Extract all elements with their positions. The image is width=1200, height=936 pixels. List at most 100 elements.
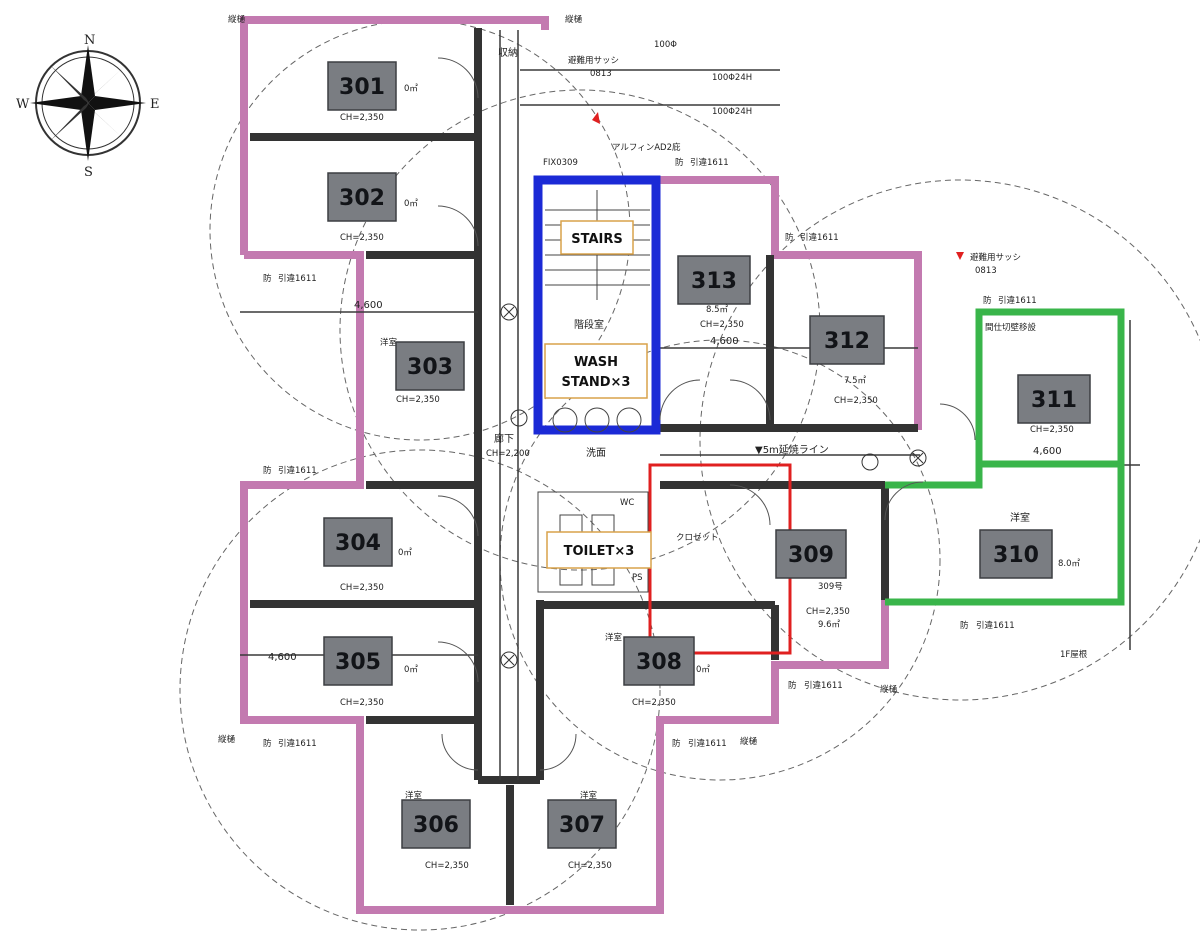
washroom-text: 洗面 bbox=[586, 447, 606, 459]
fixture-symbols bbox=[500, 112, 964, 669]
pull-door-4: 引違1611 bbox=[688, 738, 727, 749]
room-label-301: 301 bbox=[327, 61, 397, 111]
pipe-100-text: 100Φ bbox=[654, 40, 677, 50]
plan-annotations: 収納 階段室 廊下 CH=2,200 洗面 ▼5m延焼ライン 4,600 4,6… bbox=[218, 14, 1088, 801]
pull-door-5: 引違1611 bbox=[804, 680, 843, 691]
compass-north: N bbox=[84, 33, 95, 48]
ch-302: CH=2,350 bbox=[340, 233, 384, 243]
area-304: 0㎡ bbox=[398, 548, 412, 558]
pull-door-6: 引違1611 bbox=[976, 620, 1015, 631]
type-308: 洋室 bbox=[605, 632, 623, 643]
area-313: 8.5㎡ bbox=[706, 305, 729, 315]
pull-door-1: 引違1611 bbox=[278, 273, 317, 284]
toilet-note-text: TOILET×3 bbox=[564, 544, 635, 559]
wash-note-line1: WASH bbox=[574, 355, 618, 370]
ch-309: CH=2,350 bbox=[806, 607, 850, 617]
room-310-outline bbox=[885, 460, 1125, 606]
area-305: 0㎡ bbox=[404, 665, 418, 675]
pull-door-9: 引違1611 bbox=[690, 157, 729, 168]
ch-306: CH=2,350 bbox=[425, 861, 469, 871]
compass-east: E bbox=[150, 97, 160, 112]
wash-note-line2: STAND×3 bbox=[562, 375, 631, 390]
stairs-note: STAIRS bbox=[560, 220, 634, 255]
room-number-302: 302 bbox=[339, 186, 385, 211]
room-areas: 0㎡ CH=2,350 0㎡ CH=2,350 CH=2,350 0㎡ CH=2… bbox=[340, 84, 1081, 871]
room-number-304: 304 bbox=[335, 531, 381, 556]
room-number-313: 313 bbox=[691, 269, 737, 294]
room-number-307: 307 bbox=[559, 813, 605, 838]
ch-307: CH=2,350 bbox=[568, 861, 612, 871]
escape-sash-text-2: 避難用サッシ bbox=[970, 252, 1021, 263]
room-number-312: 312 bbox=[824, 329, 870, 354]
ch-313: CH=2,350 bbox=[700, 320, 744, 330]
walls bbox=[240, 16, 1140, 914]
door-swings bbox=[437, 57, 976, 771]
closet-text: クロゼット bbox=[676, 532, 719, 543]
fire-seal-2: 防 bbox=[263, 465, 272, 476]
fire-seal-5: 防 bbox=[788, 680, 797, 691]
compass-south: S bbox=[84, 165, 93, 180]
room-label-311: 311 bbox=[1017, 374, 1091, 424]
downpipe-text-5: 縦樋 bbox=[880, 684, 898, 695]
room-label-303: 303 bbox=[395, 341, 465, 391]
compass-icon: N S E W bbox=[16, 33, 160, 180]
stair-room-text: 階段室 bbox=[574, 318, 604, 331]
fire-line-text: ▼5m延焼ライン bbox=[755, 444, 829, 456]
type-310: 洋室 bbox=[1010, 511, 1030, 524]
room-number-311: 311 bbox=[1031, 388, 1077, 413]
area-308: 0㎡ bbox=[696, 665, 710, 675]
room-309-outline bbox=[648, 463, 792, 655]
room-label-310: 310 bbox=[979, 529, 1053, 579]
dim-311: 4,600 bbox=[1033, 446, 1062, 457]
downpipe-text-2: 縦樋 bbox=[565, 14, 583, 25]
ch-303: CH=2,350 bbox=[396, 395, 440, 405]
area-310: 8.0㎡ bbox=[1058, 559, 1081, 569]
ch-305: CH=2,350 bbox=[340, 698, 384, 708]
pipe-24h-text-1: 100Φ24H bbox=[712, 73, 752, 83]
ch-308: CH=2,350 bbox=[632, 698, 676, 708]
ch-312: CH=2,350 bbox=[834, 396, 878, 406]
fire-seal-4: 防 bbox=[672, 738, 681, 749]
room-number-310: 310 bbox=[993, 543, 1039, 568]
partition-text: 間仕切壁移設 bbox=[985, 322, 1037, 333]
pull-door-2: 引違1611 bbox=[278, 465, 317, 476]
roof-1f-text: 1F屋根 bbox=[1060, 649, 1088, 660]
wc-text: WC bbox=[620, 498, 634, 508]
fire-seal-3: 防 bbox=[263, 738, 272, 749]
downpipe-text-4: 縦樋 bbox=[740, 736, 758, 747]
room-label-307: 307 bbox=[547, 799, 617, 849]
type-303: 洋室 bbox=[380, 337, 398, 348]
room-number-305: 305 bbox=[335, 650, 381, 675]
dim-303: 4,600 bbox=[354, 300, 383, 311]
room-label-305: 305 bbox=[323, 636, 393, 686]
room-number-306: 306 bbox=[413, 813, 459, 838]
area-302: 0㎡ bbox=[404, 199, 418, 209]
room-label-308: 308 bbox=[623, 636, 695, 686]
stairs-note-text: STAIRS bbox=[571, 232, 623, 247]
fire-seal-7: 防 bbox=[785, 232, 794, 243]
room-label-312: 312 bbox=[809, 315, 885, 365]
area-301: 0㎡ bbox=[404, 84, 418, 94]
corridor-text: 廊下 bbox=[494, 432, 514, 445]
fire-seal-1: 防 bbox=[263, 273, 272, 284]
ch-301: CH=2,350 bbox=[340, 113, 384, 123]
room-label-302: 302 bbox=[327, 172, 397, 222]
room-number-301: 301 bbox=[339, 75, 385, 100]
alfin-text: アルフィンAD2庇 bbox=[612, 142, 681, 153]
ch-304: CH=2,350 bbox=[340, 583, 384, 593]
escape-code-text-2: 0813 bbox=[975, 266, 997, 276]
type-306: 洋室 bbox=[405, 790, 423, 801]
type-307: 洋室 bbox=[580, 790, 598, 801]
room-label-313: 313 bbox=[677, 255, 751, 305]
downpipe-text-1: 縦樋 bbox=[228, 14, 246, 25]
pull-door-8: 引違1611 bbox=[998, 295, 1037, 306]
pipe-24h-text-2: 100Φ24H bbox=[712, 107, 752, 117]
downpipe-text-3: 縦樋 bbox=[218, 734, 236, 745]
escape-code-text-1: 0813 bbox=[590, 69, 612, 79]
room-number-309: 309 bbox=[788, 543, 834, 568]
toilet-note: TOILET×3 bbox=[546, 531, 652, 569]
compass-west: W bbox=[16, 97, 30, 112]
dim-305: 4,600 bbox=[268, 652, 297, 663]
pull-door-3: 引違1611 bbox=[278, 738, 317, 749]
